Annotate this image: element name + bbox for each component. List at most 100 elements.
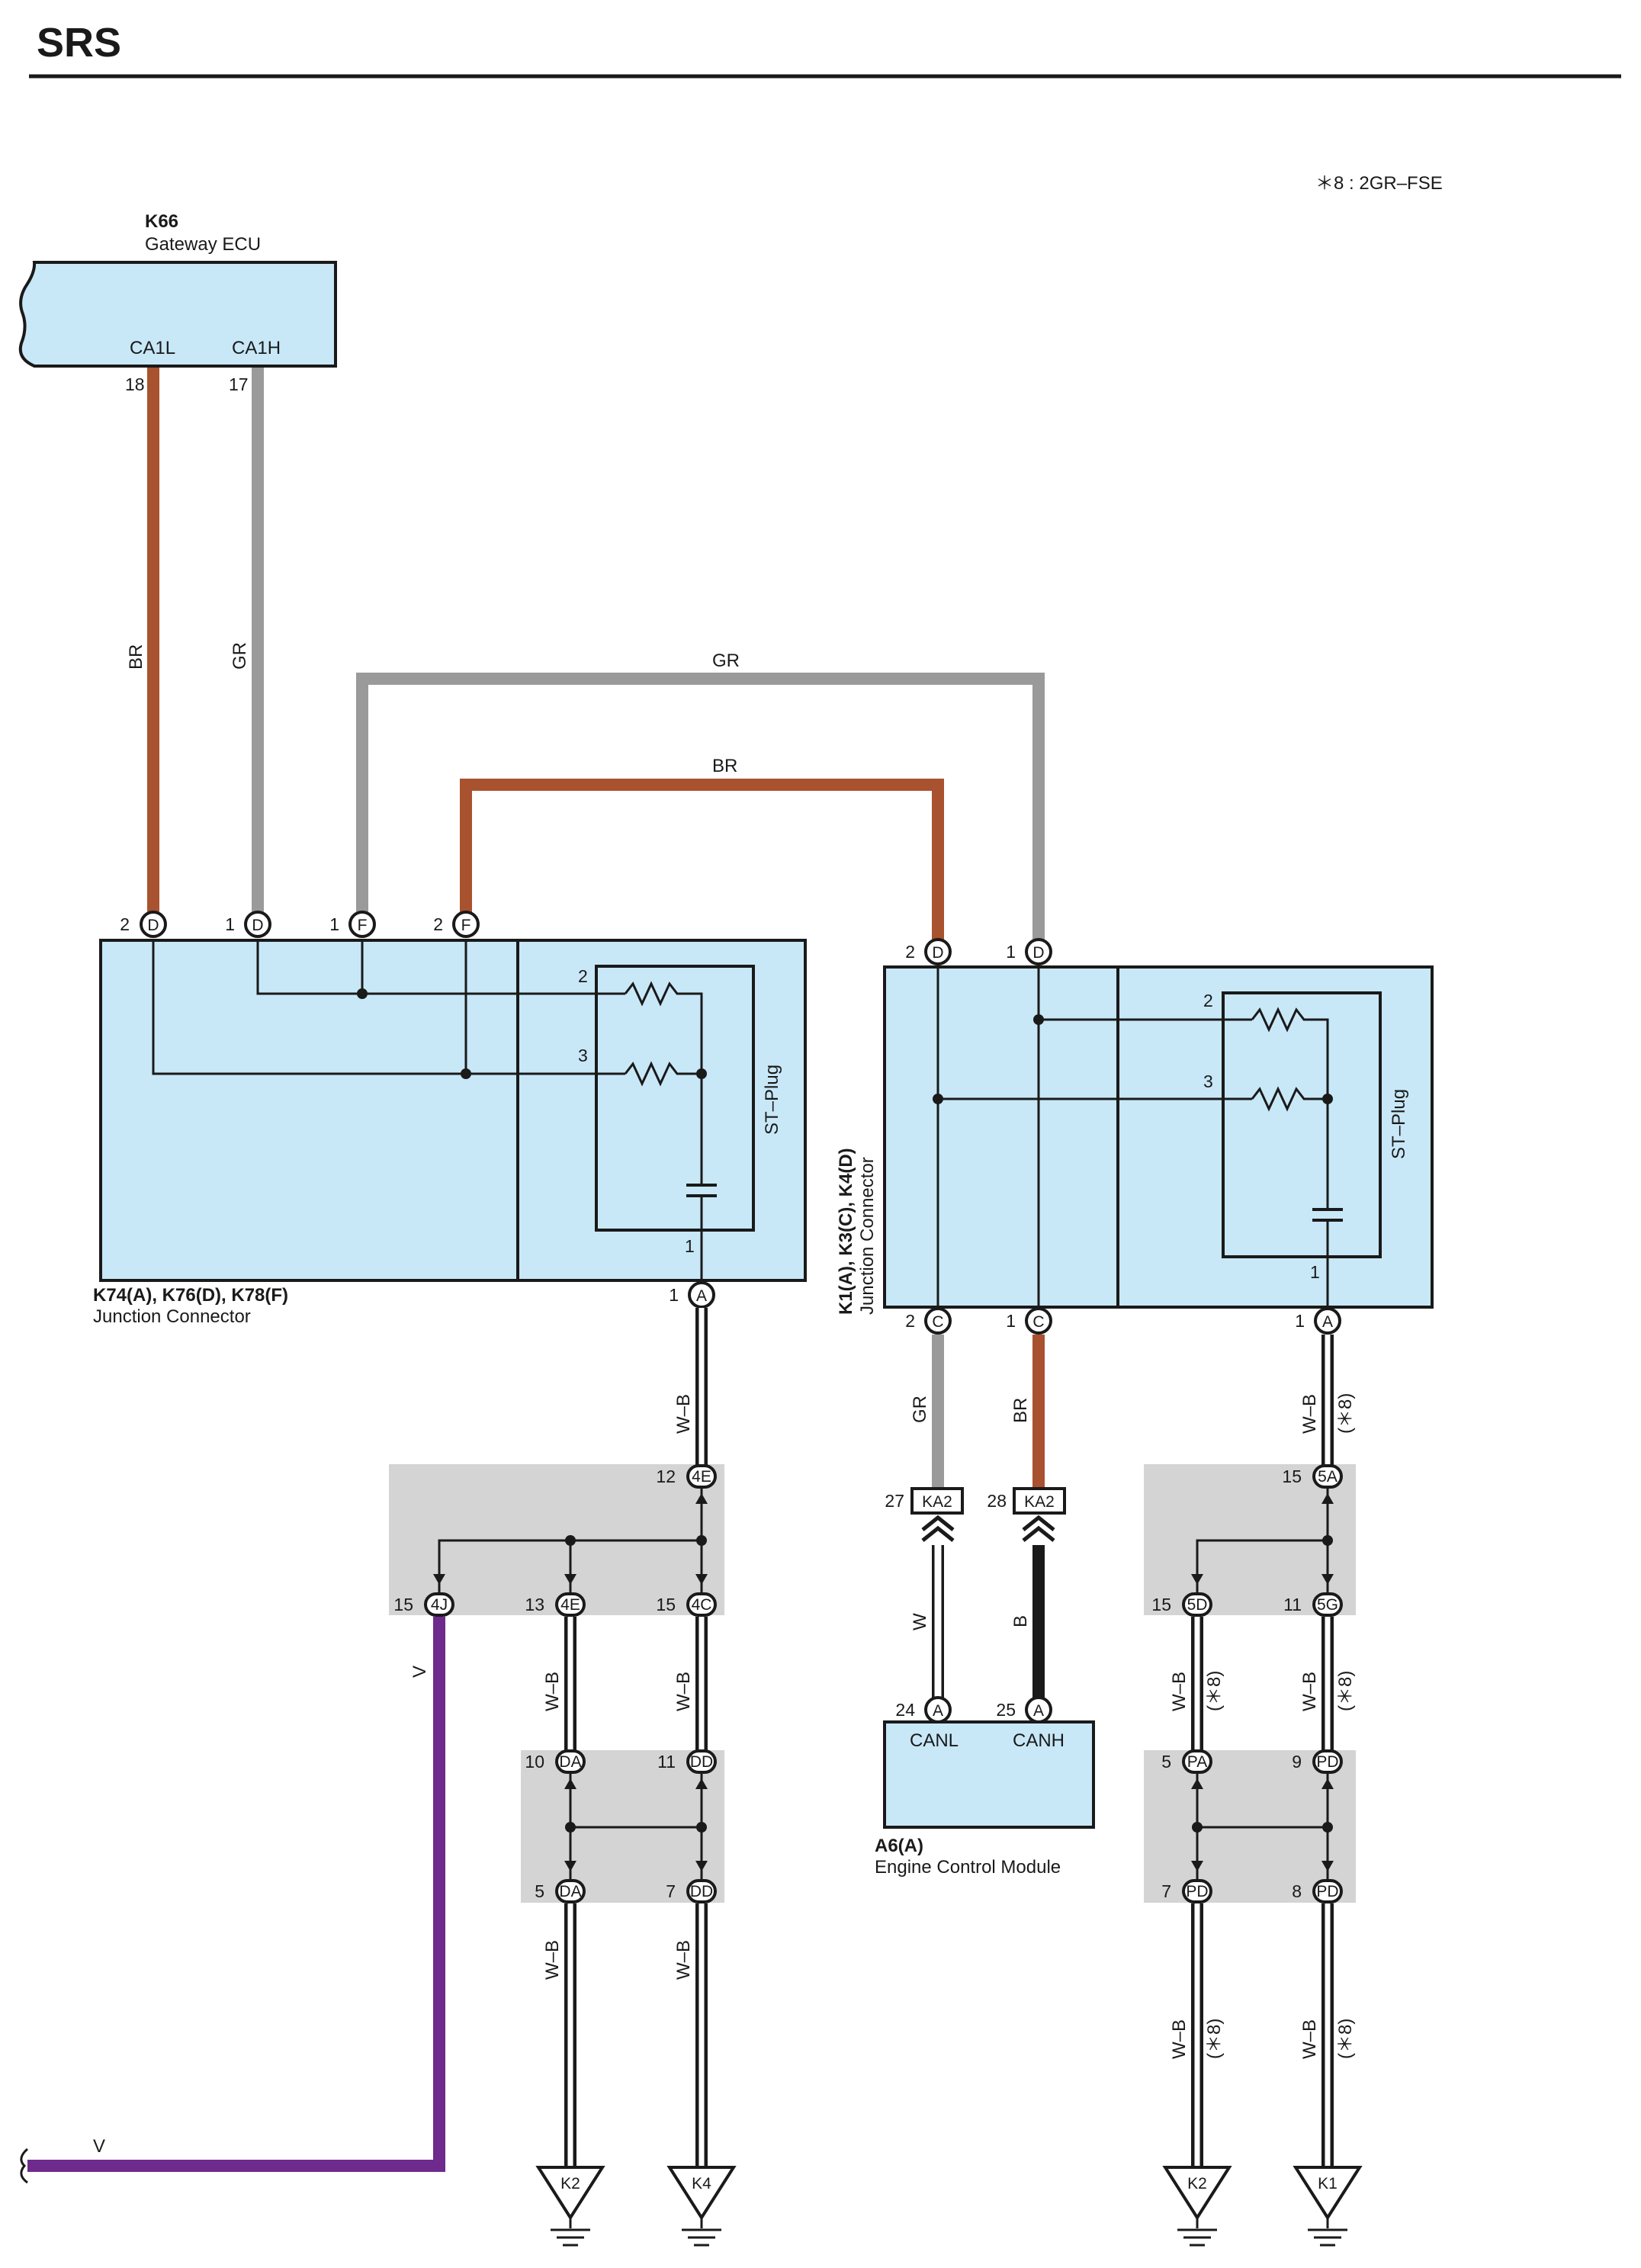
ka2-code-1: KA2 — [922, 1493, 952, 1511]
jc-left-inner-pin-3: 3 — [578, 1046, 588, 1065]
label-wb-9: W–B — [1169, 2019, 1190, 2059]
ground-label-3: K2 — [1187, 2175, 1207, 2193]
ecm-pin-code-1: A — [933, 1702, 943, 1720]
k66-terminal-ca1l: CA1L — [130, 338, 175, 358]
wire-br-loop — [460, 779, 944, 952]
jc-right-top-code-2: D — [1032, 944, 1044, 962]
jc-left-pin-num-1: 2 — [120, 914, 130, 934]
ka2-connector-27 — [910, 1487, 964, 1515]
jc-left-pin-num-2: 1 — [225, 914, 235, 934]
label-b-can: B — [1010, 1615, 1031, 1627]
label-br-can: BR — [1010, 1398, 1031, 1423]
label-wb-2: W–B — [542, 1672, 563, 1711]
jc-left-id: K74(A), K76(D), K78(F) — [93, 1285, 288, 1306]
s2-out2-code: DD — [690, 1883, 713, 1900]
s2-out2-num: 7 — [666, 1881, 676, 1901]
jc-left-pin-num-4: 2 — [433, 914, 443, 934]
s2-out1-num: 5 — [535, 1881, 544, 1901]
ka2-pin-27: 27 — [885, 1491, 904, 1511]
jc-right-bottom-code-1: C — [932, 1313, 943, 1331]
junction-connector-right: ST–Plug 2 3 1 D 2 D 1 C 2 C 1 A 1 K1(A),… — [836, 938, 1434, 1335]
label-note8-5: (＊8) — [1335, 2019, 1356, 2059]
jc-right-top-code-1: D — [932, 944, 943, 962]
s1-out3-code: 4C — [692, 1596, 712, 1614]
s4-out2-code: PD — [1316, 1883, 1338, 1900]
k66-pin-17: 17 — [229, 374, 249, 394]
ground-k2-right: K2 — [1162, 2166, 1232, 2247]
engine-note: ＊8 : 2GR–FSE — [1315, 173, 1443, 194]
label-wb-7: W–B — [1169, 1672, 1190, 1711]
s3-out1-num: 15 — [1151, 1595, 1171, 1614]
jc-right-id: K1(A), K3(C), K4(D) — [836, 1148, 856, 1315]
resistor-left-2 — [624, 981, 703, 1074]
s2-in1-code: DA — [559, 1753, 581, 1771]
s1-in-code: 4E — [692, 1468, 711, 1486]
top-wires: BR GR GR BR — [126, 368, 1045, 952]
ecm-name: Engine Control Module — [875, 1857, 1061, 1878]
s3-in-code: 5A — [1318, 1468, 1338, 1486]
jc-right-bottom-code-2: C — [1032, 1313, 1044, 1331]
ecm-terminal-canl: CANL — [910, 1730, 959, 1751]
ground-k1: K1 — [1293, 2166, 1363, 2247]
label-gr-can: GR — [910, 1396, 930, 1423]
jc-left-pin-code-2: D — [252, 917, 263, 934]
s2-in1-num: 10 — [525, 1752, 544, 1772]
label-v-2: V — [93, 2136, 105, 2157]
s1-out2-code: 4E — [560, 1596, 580, 1614]
junction-connector-left: ST–Plug 2 3 1 D 2 D 1 F 1 F 2 A 1 K74(A — [93, 911, 807, 1327]
jc-left-bottom-pin-code: A — [696, 1287, 707, 1305]
ecm-id: A6(A) — [875, 1836, 923, 1856]
label-note8-1: (＊8) — [1335, 1393, 1356, 1434]
jc-right-bottom-code-3: A — [1322, 1313, 1333, 1331]
s2-in2-num: 11 — [657, 1752, 676, 1772]
ground-label-4: K1 — [1318, 2175, 1338, 2193]
gateway-ecu-k66: K66 Gateway ECU CA1L CA1H 18 17 — [18, 211, 337, 394]
s4-out2-num: 8 — [1292, 1881, 1302, 1901]
s4-in1-num: 5 — [1161, 1752, 1171, 1772]
label-br-1: BR — [126, 644, 146, 670]
wire-gr-loop — [356, 673, 1045, 952]
label-br-loop: BR — [712, 756, 737, 776]
ecm-pin-code-2: A — [1033, 1702, 1044, 1720]
label-wb-4: W–B — [542, 1940, 563, 1980]
jc-right-inner-pin-1: 1 — [1310, 1262, 1320, 1282]
label-w-can: W — [910, 1613, 930, 1630]
ground-k2-left: K2 — [535, 2166, 605, 2247]
s4-in2-code: PD — [1316, 1753, 1338, 1771]
jc-left-inner-pin-1: 1 — [685, 1236, 695, 1256]
s4-in1-code: PA — [1187, 1753, 1207, 1771]
resistor-left-3 — [624, 1061, 702, 1087]
s1-out1-num: 15 — [393, 1595, 413, 1614]
jc-left-pin-num-3: 1 — [329, 914, 339, 934]
k66-terminal-ca1h: CA1H — [232, 338, 281, 358]
engine-control-module — [883, 1720, 1095, 1829]
k66-id: K66 — [145, 211, 178, 232]
s2-in2-code: DD — [690, 1753, 713, 1771]
jc-right-name: Junction Connector — [857, 1157, 878, 1315]
ground-label-2: K4 — [692, 2175, 711, 2193]
label-note8-4: (＊8) — [1204, 2019, 1225, 2059]
s2-out1-code: DA — [559, 1883, 581, 1900]
wire-v — [27, 1617, 445, 2172]
can-branch: GR BR KA2 27 KA2 28 W B A 24 A 25 CANL C… — [875, 1335, 1095, 1878]
s4-in2-num: 9 — [1292, 1752, 1302, 1772]
s1-out1-code: 4J — [431, 1596, 448, 1614]
resistor-right-3 — [1251, 1086, 1328, 1112]
ka2-connector-28 — [1013, 1487, 1066, 1515]
label-wb-3: W–B — [673, 1672, 694, 1711]
label-wb-5: W–B — [673, 1940, 694, 1980]
jc-right-bottom-num-2: 1 — [1006, 1311, 1016, 1331]
label-note8-2: (＊8) — [1204, 1671, 1225, 1711]
st-plug-left — [595, 965, 755, 1232]
s4-out1-num: 7 — [1161, 1881, 1171, 1901]
right-wb-branch: W–B (＊8) 5A 15 5D 15 5G 11 W–B (＊8) W–B … — [1151, 1335, 1356, 2167]
label-v-1: V — [409, 1666, 430, 1678]
jc-left-pin-code-4: F — [461, 917, 471, 934]
jc-right-top-num-1: 2 — [905, 942, 915, 962]
jc-right-inner-pin-2: 2 — [1203, 991, 1213, 1010]
jc-right-top-num-2: 1 — [1006, 942, 1016, 962]
s3-out2-num: 11 — [1283, 1595, 1302, 1614]
left-wb-branch: W–B 4E 12 4J 15 4E 13 4C 15 V V W–B — [20, 1308, 717, 2184]
label-wb-10: W–B — [1299, 2019, 1320, 2059]
